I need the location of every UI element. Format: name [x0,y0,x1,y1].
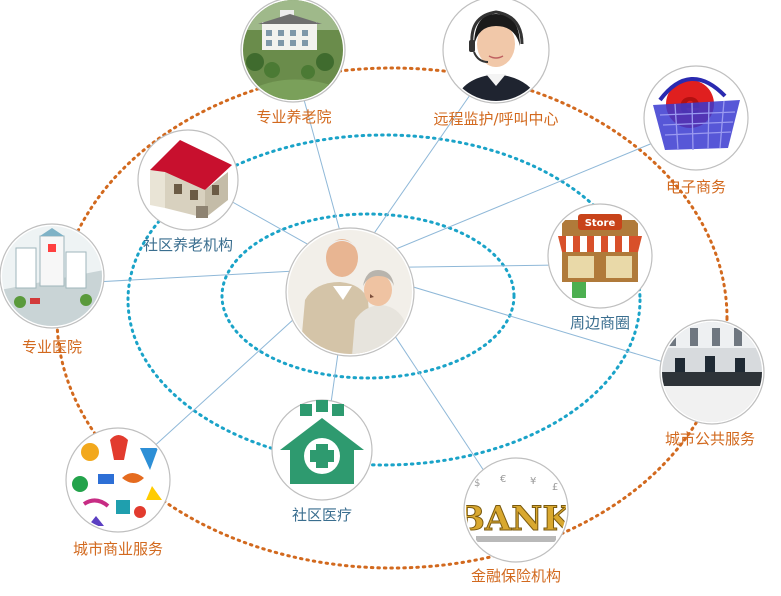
service-hall-photo [662,322,762,422]
hospital-complex-icon [2,226,102,326]
node-professional-nursing-home [240,0,346,103]
store-icon: Store [550,206,650,306]
node-city-public-service [659,319,765,425]
spoke-ecommerce [349,139,661,269]
svg-text:€: € [500,474,506,485]
label-community-medical: 社区医疗 [292,506,352,524]
svg-text:$: $ [474,478,480,489]
svg-text:¥: ¥ [530,476,536,487]
svg-text:Store: Store [585,218,616,229]
middle-ring [126,133,642,467]
medical-cross-house-icon [280,400,364,484]
label-city-public-service: 城市公共服务 [665,430,755,448]
node-remote-call-center [442,0,550,104]
label-professional-nursing-home: 专业养老院 [256,108,331,126]
house-icon [140,132,236,228]
label-remote-call-center: 远程监护/呼叫中心 [433,110,558,128]
node-community-medical [271,399,373,501]
node-ecommerce: e [643,65,749,171]
label-surrounding-business: 周边商圈 [570,314,630,332]
label-finance-insurance: 金融保险机构 [471,567,561,585]
node-city-commercial-service [65,427,171,533]
node-professional-hospital [0,223,105,329]
node-finance-insurance: $ € ¥ £ BANK [456,457,573,563]
node-surrounding-business: Store [547,203,653,309]
svg-text:BANK: BANK [456,499,573,539]
bank-sign-icon: $ € ¥ £ BANK [456,460,573,560]
tourism-collage-icon [68,430,168,530]
node-community-elderly-institution [137,129,239,231]
center-node [285,227,415,357]
call-center-operator-photo [445,0,547,101]
label-professional-hospital: 专业医院 [22,338,82,356]
label-city-commercial-service: 城市商业服务 [73,540,163,558]
shopping-basket-icon: e [646,68,746,168]
svg-text:£: £ [552,482,558,493]
label-community-elderly-institution: 社区养老机构 [143,236,233,254]
inner-ring [220,212,516,380]
label-ecommerce: 电子商务 [666,178,726,196]
